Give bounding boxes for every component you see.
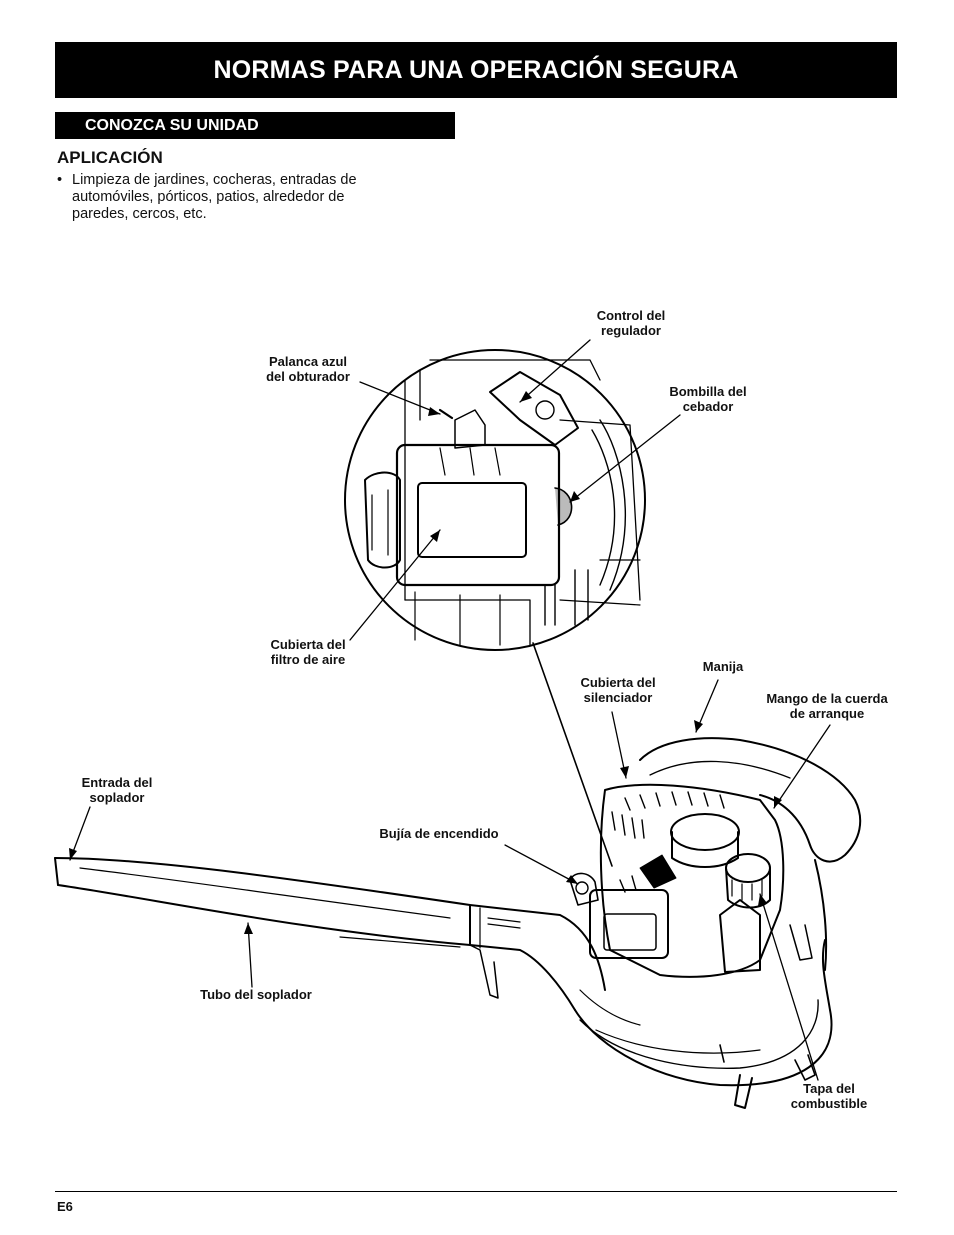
section-title-bar: CONOZCA SU UNIDAD	[55, 112, 455, 139]
label-cubierta-filtro: Cubierta del filtro de aire	[270, 637, 346, 667]
page-title: NORMAS PARA UNA OPERACIÓN SEGURA	[213, 55, 739, 84]
section-title: CONOZCA SU UNIDAD	[85, 117, 259, 134]
label-tapa-combustible: Tapa del combustible	[790, 1081, 868, 1111]
label-entrada-soplador: Entrada del soplador	[81, 775, 153, 805]
label-bujia: Bujía de encendido	[379, 826, 499, 841]
blower-body	[54, 737, 862, 1109]
label-control-regulador: Control del regulador	[596, 308, 666, 338]
list-item: Limpieza de jardines, cocheras, entradas…	[57, 172, 397, 223]
label-mango-cuerda: Mango de la cuerda de arranque	[766, 691, 888, 721]
label-bombilla-cebador: Bombilla del cebador	[669, 384, 747, 414]
leader-lines	[69, 339, 831, 1081]
arrow-heads	[69, 391, 782, 934]
magnified-detail	[344, 349, 646, 651]
label-cubierta-silenciador: Cubierta del silenciador	[580, 675, 656, 705]
footer-divider	[55, 1191, 897, 1192]
application-list: Limpieza de jardines, cocheras, entradas…	[57, 172, 397, 223]
label-palanca-obturador: Palanca azul del obturador	[266, 354, 350, 384]
label-tubo-soplador: Tubo del soplador	[200, 987, 312, 1002]
page-number: E6	[57, 1199, 73, 1214]
page-title-banner: NORMAS PARA UNA OPERACIÓN SEGURA	[55, 42, 897, 98]
subheading: APLICACIÓN	[57, 148, 163, 167]
label-manija: Manija	[702, 659, 744, 674]
